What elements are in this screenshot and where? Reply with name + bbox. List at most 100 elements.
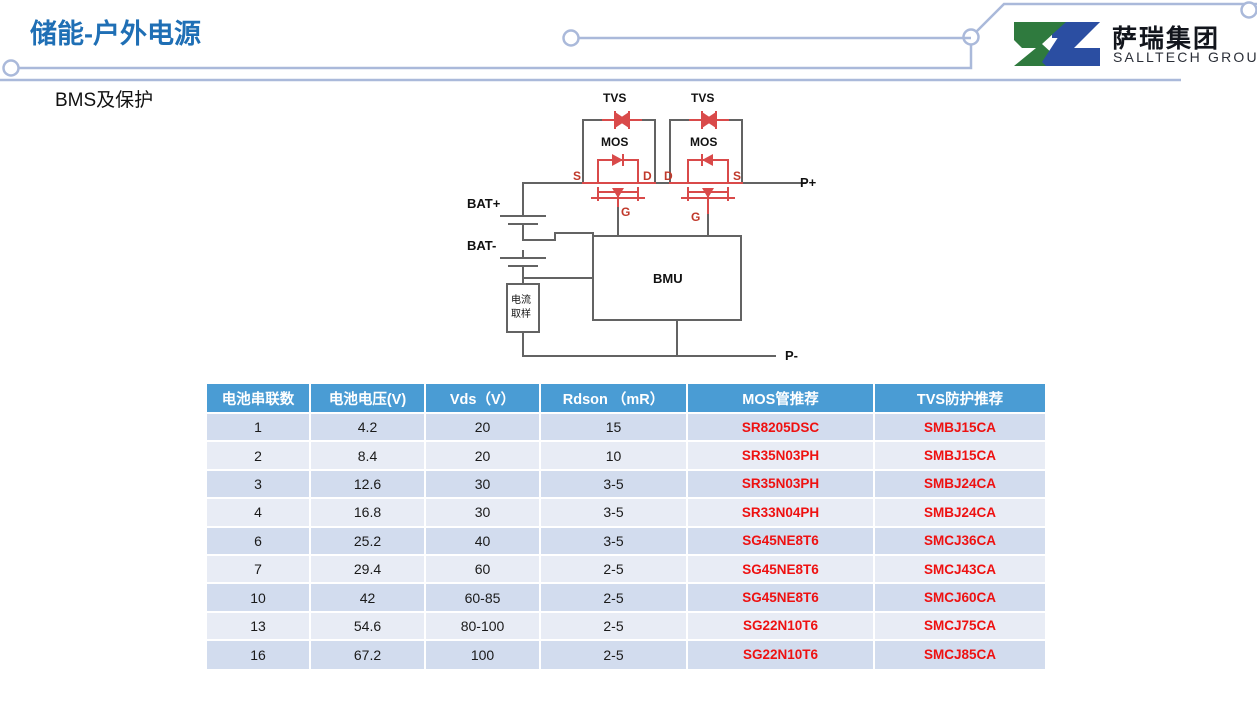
cell-battery-voltage: 16.8	[310, 498, 426, 528]
bms-circuit-diagram: TVS TVS MOS MOS BAT+ BAT- P+ P- BMU S D …	[467, 91, 817, 363]
table-row: 7 29.4 60 2-5 SG45NE8T6 SMCJ43CA	[207, 554, 1045, 585]
table-row: 1 4.2 20 15 SR8205DSC SMBJ15CA	[207, 413, 1045, 443]
column-header-mos-recommend: MOS管推荐	[687, 384, 875, 414]
cell-mos-part: SR8205DSC	[687, 413, 875, 443]
cell-rdson: 3-5	[540, 498, 688, 528]
cell-rdson: 2-5	[540, 554, 688, 585]
cell-battery-voltage: 42	[310, 583, 426, 613]
page-subtitle: BMS及保护	[55, 90, 154, 111]
cell-tvs-part: SMBJ24CA	[874, 498, 1045, 528]
cell-tvs-part: SMCJ60CA	[874, 583, 1045, 613]
cell-rdson: 3-5	[540, 526, 688, 556]
cell-vds: 60	[425, 554, 541, 585]
label-bat-plus: BAT+	[467, 196, 501, 211]
mos-tvs-spec-table: 电池串联数 电池电压(V) Vds（V） Rdson （mR） MOS管推荐 T…	[207, 384, 1045, 669]
cell-series-count: 3	[207, 469, 311, 500]
cell-rdson: 2-5	[540, 640, 688, 669]
cell-battery-voltage: 12.6	[310, 469, 426, 500]
label-shunt-line2: 取样	[511, 307, 531, 320]
deco-circle-left	[2, 59, 20, 77]
cell-vds: 30	[425, 498, 541, 528]
cell-battery-voltage: 4.2	[310, 413, 426, 443]
column-header-rdson: Rdson （mR）	[540, 384, 688, 414]
column-header-battery-voltage: 电池电压(V)	[310, 384, 426, 414]
label-mos-left-drain: D	[643, 169, 652, 183]
label-tvs-right: TVS	[691, 91, 714, 105]
cell-battery-voltage: 29.4	[310, 554, 426, 585]
logo-chinese-name: 萨瑞集团	[1112, 25, 1221, 53]
cell-rdson: 10	[540, 441, 688, 471]
cell-series-count: 2	[207, 441, 311, 471]
cell-tvs-part: SMCJ85CA	[874, 640, 1045, 669]
cell-series-count: 10	[207, 583, 311, 613]
cell-mos-part: SG45NE8T6	[687, 583, 875, 613]
column-header-series-count: 电池串联数	[207, 384, 311, 414]
cell-mos-part: SG22N10T6	[687, 640, 875, 669]
logo-mark-icon	[1014, 22, 1100, 66]
cell-vds: 30	[425, 469, 541, 500]
header-decoration	[0, 1, 1257, 82]
cell-battery-voltage: 67.2	[310, 640, 426, 669]
table-row: 6 25.2 40 3-5 SG45NE8T6 SMCJ36CA	[207, 526, 1045, 556]
label-p-plus: P+	[800, 175, 817, 190]
cell-rdson: 2-5	[540, 583, 688, 613]
label-mos-left-source: S	[573, 169, 581, 183]
cell-battery-voltage: 8.4	[310, 441, 426, 471]
cell-mos-part: SR33N04PH	[687, 498, 875, 528]
cell-mos-part: SG45NE8T6	[687, 554, 875, 585]
table-row: 2 8.4 20 10 SR35N03PH SMBJ15CA	[207, 441, 1045, 471]
cell-series-count: 1	[207, 413, 311, 443]
label-mos-right-source: S	[733, 169, 741, 183]
cell-tvs-part: SMBJ15CA	[874, 441, 1045, 471]
cell-series-count: 16	[207, 640, 311, 669]
cell-tvs-part: SMBJ24CA	[874, 469, 1045, 500]
cell-rdson: 2-5	[540, 611, 688, 642]
label-bmu: BMU	[653, 271, 683, 286]
cell-tvs-part: SMCJ75CA	[874, 611, 1045, 642]
mos-tvs-spec-table-wrapper: 电池串联数 电池电压(V) Vds（V） Rdson （mR） MOS管推荐 T…	[207, 384, 1045, 669]
cell-series-count: 7	[207, 554, 311, 585]
cell-rdson: 15	[540, 413, 688, 443]
cell-mos-part: SG45NE8T6	[687, 526, 875, 556]
page-title: 储能-户外电源	[30, 19, 201, 49]
cell-mos-part: SG22N10T6	[687, 611, 875, 642]
cell-tvs-part: SMCJ43CA	[874, 554, 1045, 585]
table-row: 13 54.6 80-100 2-5 SG22N10T6 SMCJ75CA	[207, 611, 1045, 642]
table-header-row: 电池串联数 电池电压(V) Vds（V） Rdson （mR） MOS管推荐 T…	[207, 384, 1045, 414]
table-row: 10 42 60-85 2-5 SG45NE8T6 SMCJ60CA	[207, 583, 1045, 613]
table-row: 3 12.6 30 3-5 SR35N03PH SMBJ24CA	[207, 469, 1045, 500]
brand-logo: 萨瑞集团 SALLTECH GROUP	[1012, 16, 1257, 78]
column-header-tvs-recommend: TVS防护推荐	[874, 384, 1045, 414]
column-header-vds: Vds（V）	[425, 384, 541, 414]
label-mos-left: MOS	[601, 135, 628, 149]
cell-rdson: 3-5	[540, 469, 688, 500]
table-row: 4 16.8 30 3-5 SR33N04PH SMBJ24CA	[207, 498, 1045, 528]
cell-vds: 80-100	[425, 611, 541, 642]
label-mos-left-gate: G	[621, 205, 630, 219]
cell-mos-part: SR35N03PH	[687, 469, 875, 500]
label-mos-right-gate: G	[691, 210, 700, 224]
label-p-minus: P-	[785, 348, 798, 363]
cell-vds: 20	[425, 441, 541, 471]
cell-tvs-part: SMCJ36CA	[874, 526, 1045, 556]
cell-mos-part: SR35N03PH	[687, 441, 875, 471]
cell-series-count: 6	[207, 526, 311, 556]
cell-vds: 40	[425, 526, 541, 556]
label-mos-right-drain: D	[664, 169, 673, 183]
label-mos-right: MOS	[690, 135, 717, 149]
table-row: 16 67.2 100 2-5 SG22N10T6 SMCJ85CA	[207, 640, 1045, 669]
label-shunt-line1: 电流	[511, 293, 531, 306]
label-tvs-left: TVS	[603, 91, 626, 105]
label-bat-minus: BAT-	[467, 238, 496, 253]
table-body: 1 4.2 20 15 SR8205DSC SMBJ15CA 2 8.4 20 …	[207, 413, 1045, 669]
cell-series-count: 13	[207, 611, 311, 642]
cell-vds: 100	[425, 640, 541, 669]
deco-circle-mid	[562, 29, 580, 47]
cell-vds: 20	[425, 413, 541, 443]
cell-vds: 60-85	[425, 583, 541, 613]
cell-series-count: 4	[207, 498, 311, 528]
cell-tvs-part: SMBJ15CA	[874, 413, 1045, 443]
cell-battery-voltage: 25.2	[310, 526, 426, 556]
cell-battery-voltage: 54.6	[310, 611, 426, 642]
